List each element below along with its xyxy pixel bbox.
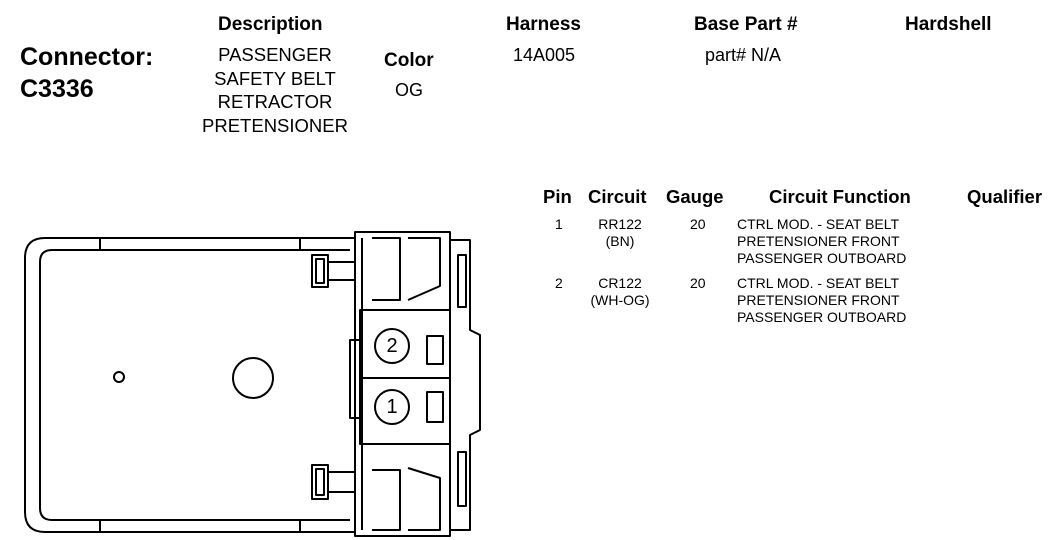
small-hole	[113, 371, 125, 383]
gauge-column-header: Gauge	[666, 186, 724, 207]
table-row-circuit-color: (WH-OG)	[590, 292, 650, 308]
table-row-gauge: 20	[690, 216, 706, 232]
top-clip	[311, 254, 329, 288]
connector-body-outline	[24, 237, 355, 533]
table-row-function-line: PRETENSIONER FRONT	[737, 292, 900, 308]
table-row-circuit: RR122	[598, 216, 642, 232]
bottom-clip	[311, 464, 329, 500]
table-row-circuit-color: (BN)	[605, 233, 635, 249]
description-line: SAFETY BELT	[214, 67, 336, 89]
table-row-function-line: PASSENGER OUTBOARD	[737, 309, 907, 325]
base-part-header: Base Part #	[694, 14, 798, 35]
connector-body-inner	[39, 249, 350, 521]
table-row-gauge: 20	[690, 275, 706, 291]
table-row-function-line: PRETENSIONER FRONT	[737, 233, 900, 249]
table-row-function-line: CTRL MOD. - SEAT BELT	[737, 216, 900, 232]
description-line: PRETENSIONER	[202, 114, 348, 136]
large-hole	[232, 357, 274, 399]
harness-header: Harness	[506, 14, 581, 35]
pin-column-header: Pin	[543, 186, 572, 207]
qualifier-column-header: Qualifier	[967, 186, 1043, 207]
base-part-value: part# N/A	[705, 45, 782, 65]
circuit-function-column-header: Circuit Function	[769, 186, 911, 207]
connector-id: C3336	[20, 75, 94, 103]
pin-1-marker: 1	[374, 389, 410, 425]
description-header: Description	[218, 14, 323, 35]
table-row-circuit: CR122	[598, 275, 642, 291]
connector-label: Connector:	[20, 43, 154, 71]
table-row-function-line: CTRL MOD. - SEAT BELT	[737, 275, 900, 291]
description-line: RETRACTOR	[217, 91, 333, 112]
harness-value: 14A005	[513, 45, 576, 65]
circuit-column-header: Circuit	[588, 186, 647, 207]
table-row-pin: 1	[555, 216, 563, 232]
housing-outline	[354, 231, 451, 537]
pin-2-marker: 2	[374, 328, 410, 364]
table-row-pin: 2	[555, 275, 563, 291]
color-header: Color	[384, 50, 434, 71]
description-line: PASSENGER	[218, 44, 332, 65]
housing-flange	[450, 239, 481, 531]
hardshell-header: Hardshell	[905, 14, 992, 35]
table-row-function-line: PASSENGER OUTBOARD	[737, 250, 907, 266]
description-text: PASSENGER SAFETY BELT RETRACTOR PRETENSI…	[180, 43, 370, 137]
color-value: OG	[395, 80, 424, 100]
